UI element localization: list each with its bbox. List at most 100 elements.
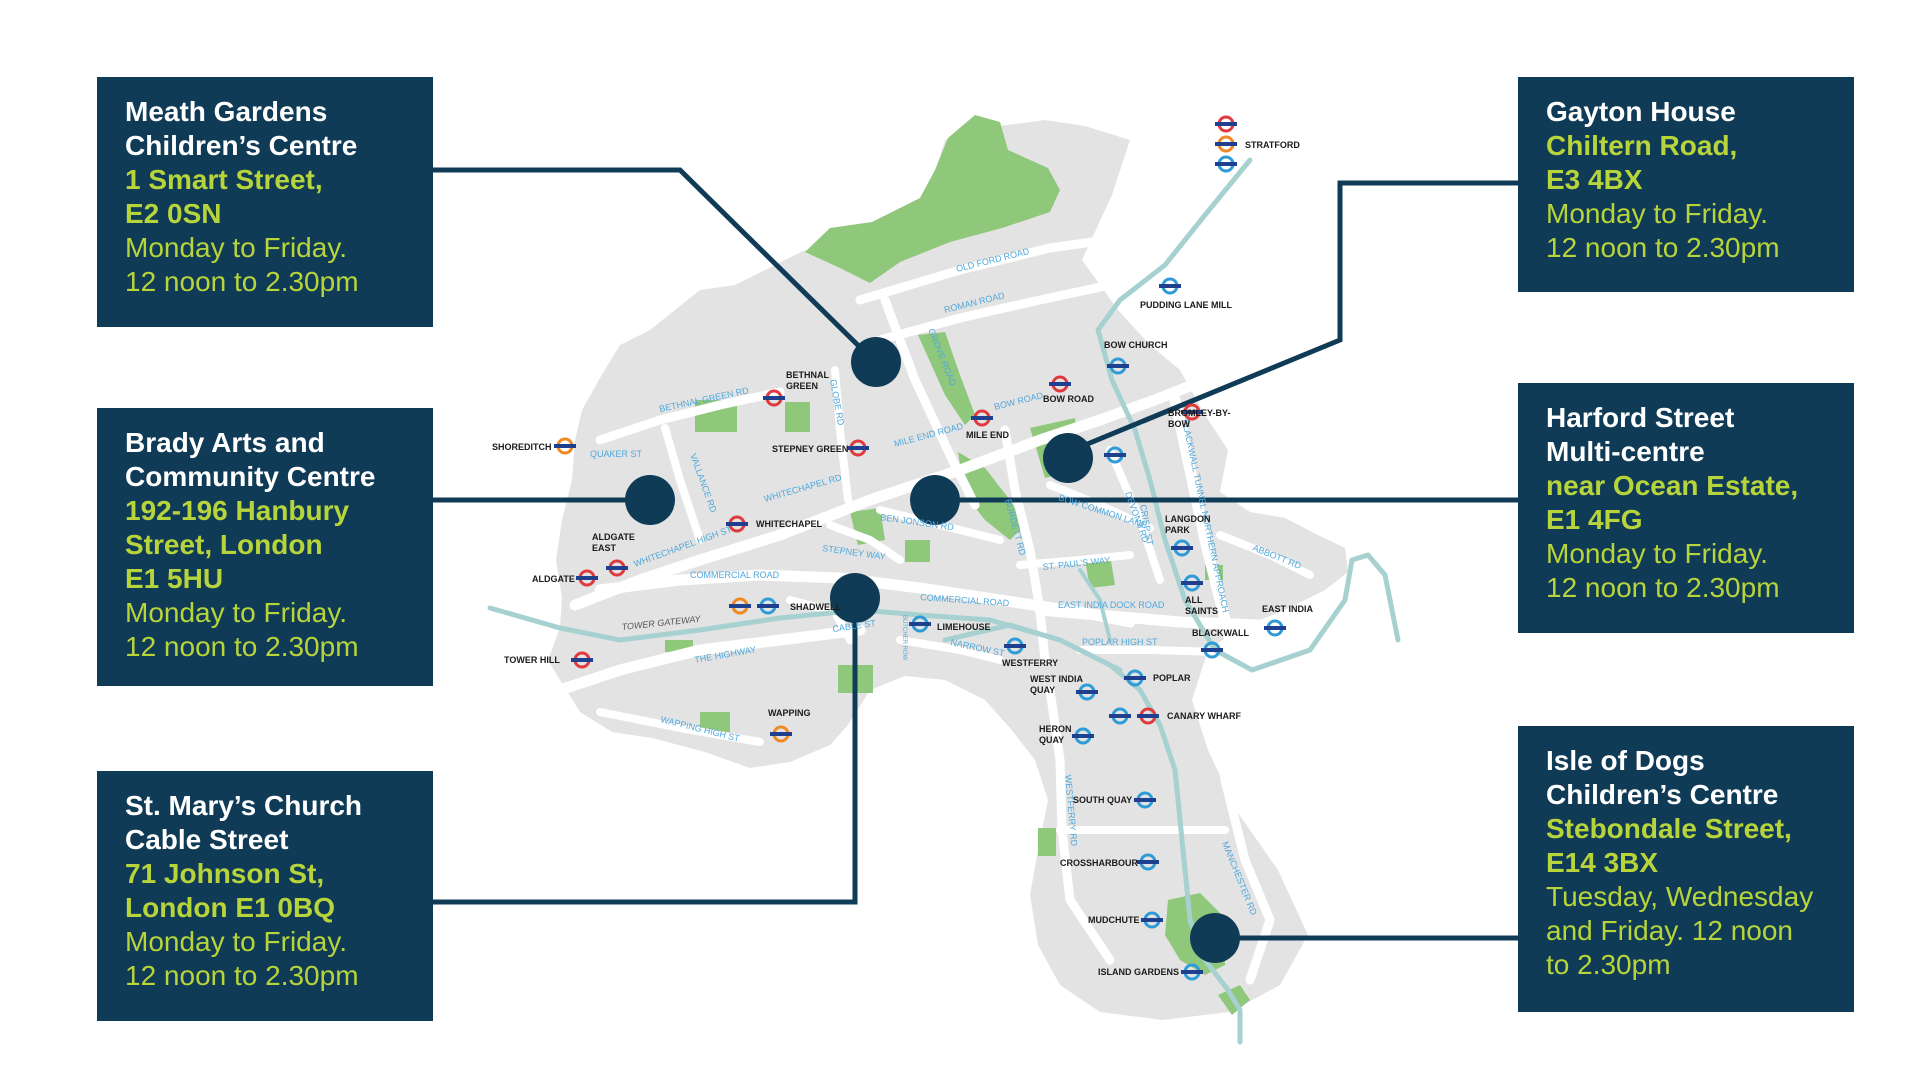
road-abbott (1216, 531, 1314, 579)
tube-roundel-icon (971, 409, 993, 427)
station-label: SOUTH QUAY (1073, 795, 1132, 805)
station-limehouse[interactable]: LIMEHOUSE (909, 615, 991, 633)
tube-roundel-icon (847, 439, 869, 457)
centre-name-line: Multi-centre (1546, 436, 1705, 467)
station-aldgate[interactable]: ALDGATE (532, 569, 598, 587)
overground-roundel-icon (1215, 135, 1237, 153)
centre-name-line: Children’s Centre (1546, 779, 1779, 810)
station-devons-road[interactable] (1104, 446, 1126, 464)
station-mile-end[interactable]: MILE END (966, 409, 1010, 440)
road-label-poplar-high-st: POPLAR HIGH ST (1082, 637, 1158, 647)
centre-marker-icon[interactable] (851, 337, 901, 387)
road-burdett (1000, 425, 1050, 665)
station-label: MUDCHUTE (1088, 915, 1140, 925)
centre-marker-icon[interactable] (910, 475, 960, 525)
station-bromley-by-bow[interactable]: BROMLEY-BY-BOW (1168, 403, 1231, 429)
road-stepney-way (826, 521, 904, 564)
road-highway (554, 624, 866, 696)
tube-roundel-icon (1215, 115, 1237, 133)
station-stratford[interactable]: STRATFORD (1215, 115, 1300, 173)
station-label: CROSSHARBOUR (1060, 858, 1139, 868)
centre-hours-line: Monday to Friday. (125, 597, 348, 628)
dlr-roundel-icon (1109, 707, 1131, 725)
station-stepney-green[interactable]: STEPNEY GREEN (772, 439, 869, 457)
station-east-india[interactable]: EAST INDIA (1262, 604, 1314, 637)
tube-roundel-icon (1181, 403, 1203, 421)
road-roman (875, 280, 1165, 345)
stepney-green-park (785, 402, 810, 432)
centre-marker-icon[interactable] (1190, 913, 1240, 963)
station-label: BOW (1168, 419, 1191, 429)
dlr-roundel-icon (1264, 619, 1286, 637)
bartlett-park (905, 540, 930, 562)
station-shoreditch[interactable]: SHOREDITCH (492, 437, 576, 455)
station-label: STRATFORD (1245, 140, 1300, 150)
dlr-roundel-icon (1104, 446, 1126, 464)
centre-address-line: E14 3BX (1546, 847, 1659, 878)
station-poplar[interactable]: POPLAR (1124, 669, 1191, 687)
centre-name-line: Children’s Centre (125, 130, 358, 161)
centre-marker-icon[interactable] (625, 475, 675, 525)
road-vallance (661, 424, 704, 544)
dlr-roundel-icon (1004, 637, 1026, 655)
centre-hours-line: Monday to Friday. (125, 926, 348, 957)
dlr-roundel-icon (1181, 574, 1203, 592)
dlr-roundel-icon (1107, 357, 1129, 375)
station-label: CANARY WHARF (1167, 711, 1241, 721)
road-wapping-high (596, 708, 764, 746)
station-label: ALDGATE (592, 532, 635, 542)
centre-markers (625, 337, 1240, 963)
station-whitechapel[interactable]: WHITECHAPEL (726, 515, 822, 533)
centre-name-line: Meath Gardens (125, 96, 328, 127)
station-wapping[interactable]: WAPPING (768, 708, 811, 743)
dlr-roundel-icon (1215, 155, 1237, 173)
centre-marker-icon[interactable] (830, 573, 880, 623)
centre-marker-icon[interactable] (1043, 433, 1093, 483)
callout-line-meath-gardens (433, 167, 877, 364)
station-crossharbour[interactable]: CROSSHARBOUR (1060, 853, 1159, 871)
station-label: WAPPING (768, 708, 811, 718)
station-mudchute[interactable]: MUDCHUTE (1088, 911, 1163, 929)
station-label: ALL (1185, 595, 1203, 605)
station-tower-hill[interactable]: TOWER HILL (504, 651, 593, 669)
centre-address-line: E2 0SN (125, 198, 222, 229)
dlr-roundel-icon (1171, 539, 1193, 557)
centre-address-line: Street, London (125, 529, 323, 560)
station-label: PUDDING LANE MILL (1140, 300, 1232, 310)
dlr-roundel-icon (909, 615, 931, 633)
callout-lines (433, 167, 1518, 941)
tube-roundel-icon (726, 515, 748, 533)
station-canary-wharf[interactable]: CANARY WHARF (1109, 707, 1241, 725)
station-bow-church[interactable]: BOW CHURCH (1104, 340, 1168, 375)
station-blackwall[interactable]: BLACKWALL (1192, 628, 1249, 659)
centre-address-line: E1 4FG (1546, 504, 1643, 535)
station-bow-road[interactable]: BOW ROAD (1043, 375, 1094, 404)
centre-hours-line: Monday to Friday. (1546, 198, 1769, 229)
station-westferry[interactable]: WESTFERRY (1002, 637, 1058, 668)
station-pudding-lane-mill[interactable]: PUDDING LANE MILL (1140, 277, 1232, 310)
road-globe (831, 366, 852, 504)
station-label: STEPNEY GREEN (772, 444, 848, 454)
centre-name-line: Isle of Dogs (1546, 745, 1705, 776)
station-island-gardens[interactable]: ISLAND GARDENS (1098, 963, 1203, 981)
centre-address-line: E1 5HU (125, 563, 224, 594)
station-shadwell[interactable]: SHADWELL (729, 597, 841, 615)
station-label: BOW CHURCH (1104, 340, 1168, 350)
station-label: GREEN (786, 381, 818, 391)
road-bethnal-green (595, 387, 785, 445)
stations: STRATFORD PUDDING LANE MILL BOW CHURCH BOW … (492, 115, 1314, 981)
station-south-quay[interactable]: SOUTH QUAY (1073, 791, 1156, 809)
